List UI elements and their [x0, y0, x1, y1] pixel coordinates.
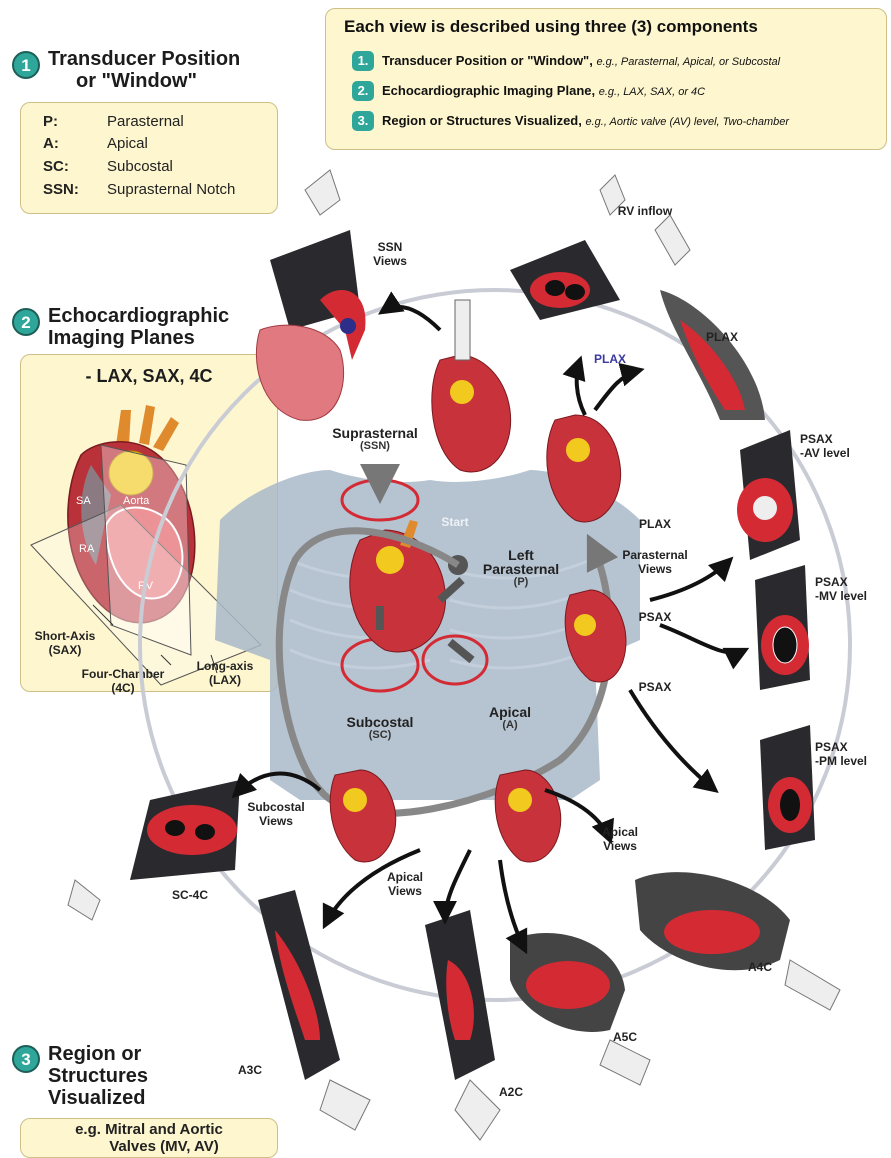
a2c-label: A2C — [486, 1085, 536, 1099]
psax-lower-label: PSAX — [625, 680, 685, 694]
psax-av-level-label: PSAX-AV level — [800, 432, 880, 460]
a3c-label: A3C — [225, 1063, 275, 1077]
a4c-label: A4C — [735, 960, 785, 974]
psax-mv-level-label: PSAX-MV level — [815, 575, 891, 603]
plax-label-blue: PLAX — [580, 352, 640, 366]
rv-inflow-label: RV inflow — [600, 204, 690, 218]
apical-window-label: Apical(A) — [470, 705, 550, 732]
plax-view-label: PLAX — [692, 330, 752, 344]
start-label: Start — [425, 515, 485, 529]
psax-upper-label: PSAX — [625, 610, 685, 624]
subcostal-window-label: Subcostal(SC) — [320, 715, 440, 742]
a5c-label: A5C — [600, 1030, 650, 1044]
sc-4c-label: SC-4C — [160, 888, 220, 902]
suprasternal-window-label: Suprasternal(SSN) — [305, 426, 445, 453]
psax-pm-level-label: PSAX-PM level — [815, 740, 891, 768]
plax-heart-label: PLAX — [625, 517, 685, 531]
